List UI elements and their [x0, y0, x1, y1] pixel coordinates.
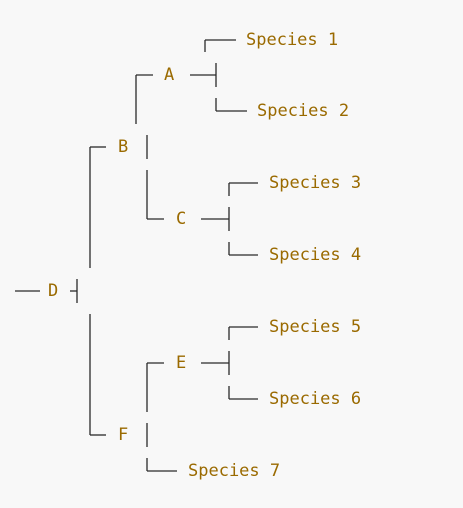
- leaf-label-species-3: Species 3: [269, 173, 362, 193]
- node-label-e: E: [176, 353, 187, 373]
- node-label-d: D: [48, 281, 59, 301]
- node-label-f: F: [118, 425, 129, 445]
- node-label-b: B: [118, 137, 129, 157]
- leaf-label-species-6: Species 6: [269, 389, 362, 409]
- leaf-label-species-1: Species 1: [246, 30, 339, 50]
- leaf-label-species-4: Species 4: [269, 245, 362, 265]
- node-label-c: C: [176, 209, 187, 229]
- leaf-label-species-7: Species 7: [188, 461, 281, 481]
- node-label-a: A: [164, 65, 175, 85]
- leaf-label-species-5: Species 5: [269, 317, 362, 337]
- leaf-label-species-2: Species 2: [257, 101, 350, 121]
